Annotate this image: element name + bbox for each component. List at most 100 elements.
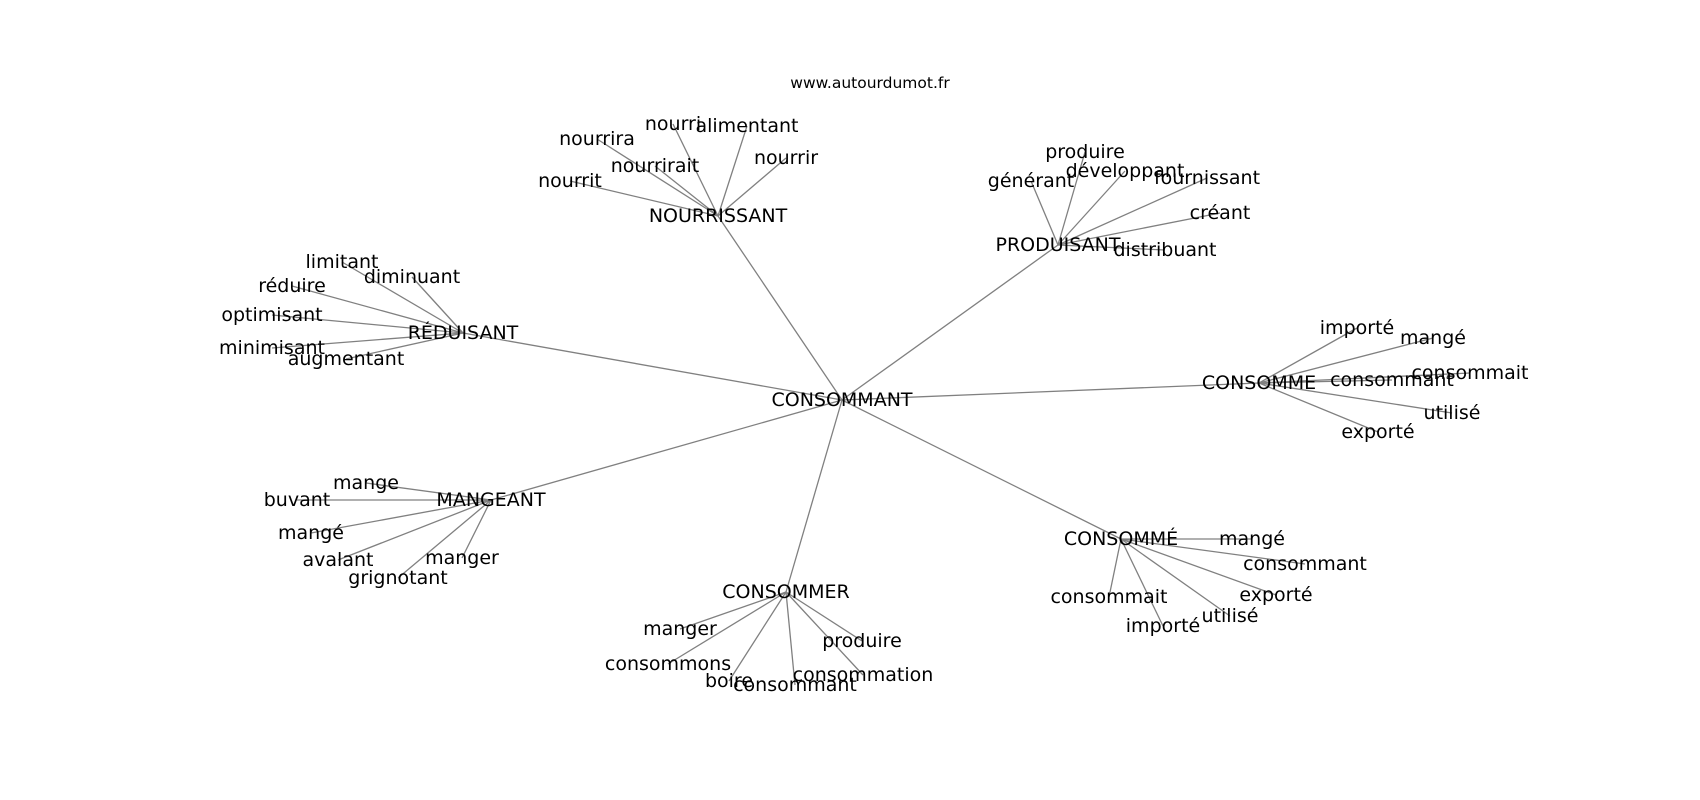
edge-hub-6-word-3 xyxy=(785,591,864,676)
edge-hub-1-word-5 xyxy=(1057,244,1166,251)
edge-hub-2-word-3 xyxy=(271,314,464,334)
word-node: buvant xyxy=(264,489,330,511)
edge-hub-5-word-1 xyxy=(1120,538,1306,565)
edge-hub-6-word-0 xyxy=(679,591,787,630)
word-node: optimisant xyxy=(221,304,322,326)
edge-hub-2-word-1 xyxy=(411,276,464,334)
edge-hub-1-word-4 xyxy=(1057,212,1221,246)
word-node: consommation xyxy=(793,664,934,686)
word-node: réduire xyxy=(258,275,326,297)
edge-center-hub-4 xyxy=(490,399,843,501)
edge-center-hub-6 xyxy=(785,399,843,593)
word-node: nourri xyxy=(645,113,701,135)
hub-node: CONSOMMER xyxy=(722,581,849,603)
word-node: consommait xyxy=(1050,586,1167,608)
edge-hub-3-word-5 xyxy=(1258,382,1379,433)
word-node: produire xyxy=(1045,141,1125,163)
edge-hub-2-word-4 xyxy=(271,332,464,349)
edge-hub-0-word-1 xyxy=(672,123,719,217)
word-node: générant xyxy=(988,170,1074,192)
edge-hub-1-word-3 xyxy=(1057,177,1208,246)
edge-hub-5-word-3 xyxy=(1108,538,1122,598)
hub-node: CONSOMME xyxy=(1202,372,1316,394)
word-node: nourrira xyxy=(559,128,635,150)
edge-hub-5-word-2 xyxy=(1120,538,1277,596)
edge-hub-4-word-5 xyxy=(397,499,492,579)
word-node: exporté xyxy=(1341,421,1414,443)
word-node: mangé xyxy=(1400,327,1466,349)
edge-hub-0-word-0 xyxy=(596,138,719,217)
edge-hub-6-word-1 xyxy=(785,591,863,642)
hub-node: NOURRISSANT xyxy=(649,205,788,227)
edge-hub-3-word-1 xyxy=(1258,337,1434,384)
edge-hub-4-word-3 xyxy=(337,499,492,561)
word-node: alimentant xyxy=(695,115,798,137)
edge-hub-5-word-4 xyxy=(1120,538,1231,617)
edge-hub-6-word-2 xyxy=(667,591,787,665)
edge-center-hub-1 xyxy=(841,244,1059,401)
edge-hub-2-word-5 xyxy=(345,332,464,360)
word-node: nourrirait xyxy=(611,155,699,177)
edge-hub-3-word-4 xyxy=(1258,382,1453,414)
graph-labels: www.autourdumot.fr CONSOMMANT NOURRISSANT… xyxy=(219,74,1528,696)
edge-hub-1-word-0 xyxy=(1057,151,1086,246)
word-node: limitant xyxy=(306,251,379,273)
word-node: importé xyxy=(1320,317,1394,339)
edge-hub-4-word-0 xyxy=(365,482,492,501)
word-node: mangé xyxy=(1219,528,1285,550)
edge-hub-4-word-4 xyxy=(461,499,492,559)
edge-hub-3-word-3 xyxy=(1258,372,1471,384)
graph-edges xyxy=(271,123,1471,686)
edge-hub-3-word-0 xyxy=(1258,327,1358,384)
edge-hub-5-word-5 xyxy=(1120,538,1164,627)
site-watermark: www.autourdumot.fr xyxy=(790,74,950,92)
edge-center-hub-2 xyxy=(462,332,843,401)
edge-center-hub-3 xyxy=(841,382,1260,401)
word-node: créant xyxy=(1190,202,1251,224)
word-node: minimisant xyxy=(219,337,325,359)
word-node: mange xyxy=(333,472,399,494)
word-node: diminuant xyxy=(364,266,460,288)
word-node: manger xyxy=(643,618,717,640)
edge-hub-1-word-2 xyxy=(1057,170,1126,246)
word-node: produire xyxy=(822,630,902,652)
edge-hub-0-word-4 xyxy=(717,157,787,217)
edge-hub-0-word-5 xyxy=(569,180,719,217)
hub-node: MANGEANT xyxy=(436,489,546,511)
word-node: consommant xyxy=(733,674,857,696)
word-node: augmentant xyxy=(288,348,405,370)
edge-center-hub-0 xyxy=(717,215,843,401)
word-node: mangé xyxy=(278,522,344,544)
edge-hub-2-word-2 xyxy=(291,285,464,334)
hub-node: CONSOMMÉ xyxy=(1064,527,1178,550)
word-node: utilisé xyxy=(1424,402,1481,424)
word-node: distribuant xyxy=(1113,239,1216,261)
edge-hub-6-word-4 xyxy=(728,591,787,682)
word-node: importé xyxy=(1126,615,1200,637)
word-node: consommant xyxy=(1330,369,1454,391)
word-node: boire xyxy=(705,670,753,692)
word-node: nourrir xyxy=(754,147,818,169)
edge-hub-6-word-5 xyxy=(785,591,796,686)
edge-hub-0-word-3 xyxy=(654,165,719,217)
word-node: exporté xyxy=(1239,584,1312,606)
word-node: fournissant xyxy=(1154,167,1260,189)
edge-hub-4-word-2 xyxy=(310,499,492,534)
word-node: consommons xyxy=(605,653,731,675)
edge-center-hub-5 xyxy=(841,399,1122,540)
word-node: grignotant xyxy=(348,567,447,589)
edge-hub-1-word-1 xyxy=(1030,180,1059,246)
edge-hub-0-word-2 xyxy=(717,125,748,217)
word-node: consommait xyxy=(1411,362,1528,384)
center-node: CONSOMMANT xyxy=(771,389,912,411)
word-node: développant xyxy=(1066,160,1185,182)
edge-hub-2-word-0 xyxy=(341,261,464,334)
word-node: avalant xyxy=(303,549,374,571)
word-node: nourrit xyxy=(538,170,602,192)
word-node: utilisé xyxy=(1202,605,1259,627)
hub-node: PRODUISANT xyxy=(996,234,1121,256)
word-node: manger xyxy=(425,547,499,569)
hub-node: RÉDUISANT xyxy=(408,321,519,344)
word-node: consommant xyxy=(1243,553,1367,575)
